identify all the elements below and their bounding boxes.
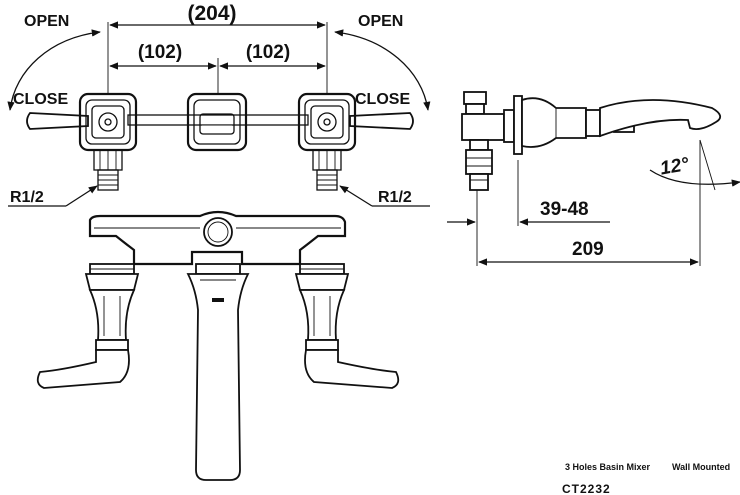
dim-total-label: (204) <box>187 2 236 25</box>
dim-half-left-label: (102) <box>138 42 182 63</box>
rotation-arc-left <box>7 29 101 111</box>
left-threaded-inlet <box>93 149 123 191</box>
angle-label: 12° <box>659 154 691 180</box>
center-spout-top <box>186 92 248 152</box>
mounting-type: Wall Mounted <box>672 462 730 472</box>
open-left-label: OPEN <box>24 13 69 30</box>
thread-leader-right <box>339 185 373 207</box>
right-valve-top <box>297 92 357 152</box>
center-spout-front <box>186 263 250 481</box>
thread-left-label: R1/2 <box>10 189 44 206</box>
open-right-label: OPEN <box>358 13 403 30</box>
right-threaded-inlet <box>312 149 342 191</box>
right-lever-handle <box>349 112 414 130</box>
right-front-lever <box>304 349 400 389</box>
front-view <box>36 210 400 481</box>
angle-arc <box>649 169 740 187</box>
left-front-lever <box>36 349 130 389</box>
left-handle-column <box>36 263 140 389</box>
product-name: 3 Holes Basin Mixer <box>565 462 651 472</box>
thread-right-label: R1/2 <box>378 189 412 206</box>
right-handle-column <box>294 263 400 389</box>
side-view: 12° 39-48 209 <box>447 91 740 266</box>
model-code: CT2232 <box>562 482 611 495</box>
close-left-label: CLOSE <box>13 91 68 108</box>
top-view: (204) (102) (102) OPEN OPEN CLOSE CLOSE <box>7 2 431 207</box>
dim-wall-label: 39-48 <box>540 199 589 220</box>
caption: 3 Holes Basin Mixer Wall Mounted CT2232 <box>562 462 730 495</box>
side-spout <box>599 99 722 138</box>
side-body <box>521 97 587 148</box>
bridge-body <box>88 210 347 266</box>
close-right-label: CLOSE <box>355 91 410 108</box>
left-valve-top <box>78 92 138 152</box>
thread-leader-left <box>65 185 98 207</box>
rotation-arc-right <box>334 29 431 111</box>
left-lever-handle <box>26 112 89 130</box>
dim-half-right-label: (102) <box>246 42 290 63</box>
dim-length-label: 209 <box>572 239 604 260</box>
